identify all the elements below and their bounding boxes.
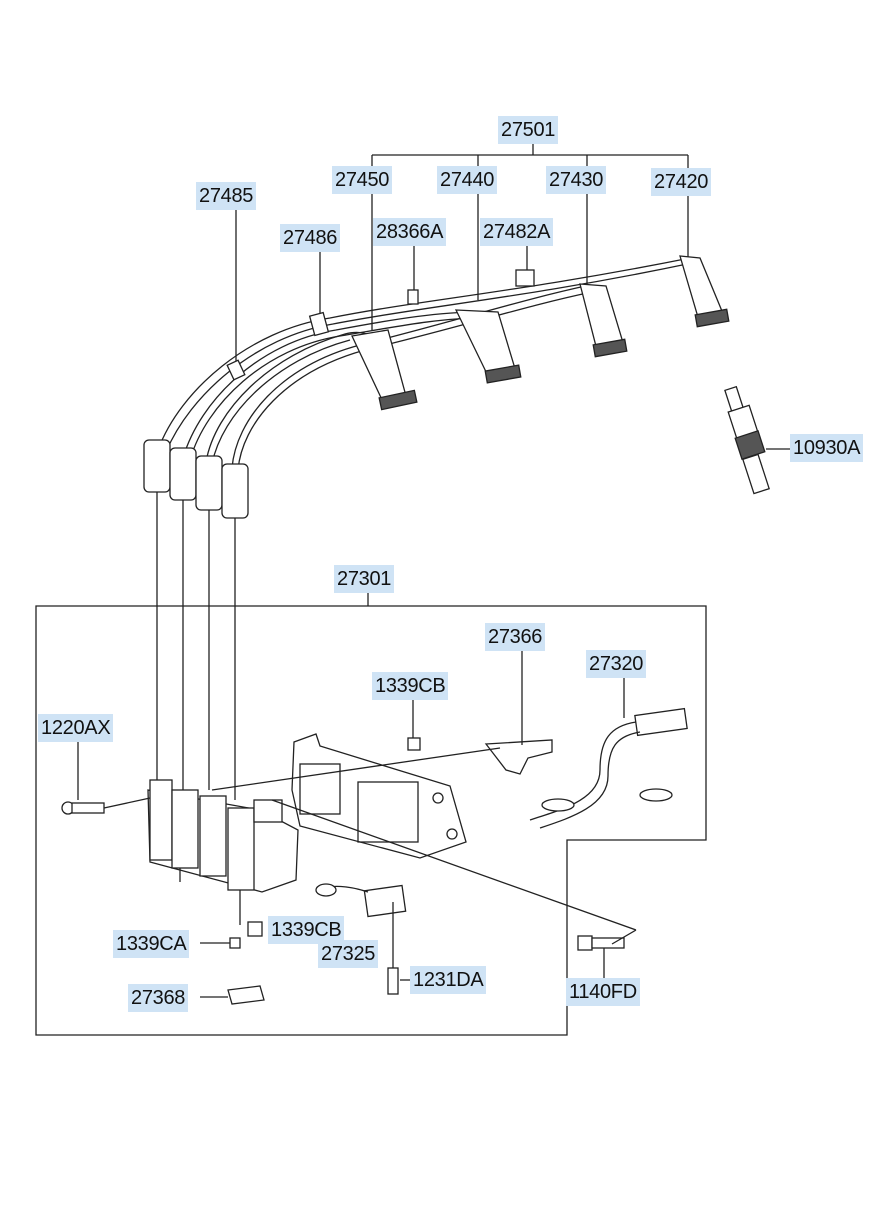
label-27366[interactable]: 27366 — [485, 623, 546, 651]
plug-boot-27430 — [579, 283, 628, 358]
label-27450[interactable]: 27450 — [332, 166, 393, 194]
label-10930A[interactable]: 10930A — [790, 434, 864, 462]
plug-boot-27450 — [351, 329, 418, 411]
mounting-bracket — [291, 733, 467, 859]
label-27325[interactable]: 27325 — [318, 940, 379, 968]
nut-1339CA — [200, 937, 241, 949]
label-27320[interactable]: 27320 — [586, 650, 647, 678]
label-27482A[interactable]: 27482A — [480, 218, 554, 246]
coil-assembly-outline — [35, 592, 707, 1036]
label-27420[interactable]: 27420 — [651, 168, 712, 196]
plug-boot-27440 — [454, 309, 522, 384]
bolt-1231DA — [387, 902, 412, 995]
label-27501[interactable]: 27501 — [498, 116, 559, 144]
label-27368[interactable]: 27368 — [128, 984, 189, 1012]
clip-27368 — [200, 985, 265, 1005]
spark-plug — [724, 385, 770, 495]
alignment-lines — [211, 747, 637, 945]
bolt-1220AX — [61, 742, 151, 815]
label-1140FD[interactable]: 1140FD — [566, 978, 640, 1006]
label-27301[interactable]: 27301 — [334, 565, 395, 593]
nut-1339CB-top — [407, 700, 421, 751]
ignition-coil — [147, 779, 299, 925]
ignition-wire-harness — [157, 257, 693, 471]
label-27485[interactable]: 27485 — [196, 182, 257, 210]
label-1339CB-top[interactable]: 1339CB — [372, 672, 449, 700]
label-27486[interactable]: 27486 — [280, 224, 341, 252]
label-1339CA[interactable]: 1339CA — [113, 930, 190, 958]
noise-filter-27325 — [315, 883, 407, 918]
harness-27320 — [529, 675, 688, 829]
coil-end-boots — [143, 439, 249, 800]
bolt-1140FD — [577, 935, 625, 978]
plug-boot-27420 — [679, 255, 730, 328]
label-27430[interactable]: 27430 — [546, 166, 607, 194]
label-28366A[interactable]: 28366A — [373, 218, 447, 246]
bracket-27366 — [484, 650, 553, 775]
nut-1339CB-low — [247, 921, 263, 937]
label-27440[interactable]: 27440 — [437, 166, 498, 194]
label-1231DA[interactable]: 1231DA — [410, 966, 487, 994]
label-1339CB-low[interactable]: 1339CB — [268, 916, 345, 944]
label-1220AX[interactable]: 1220AX — [38, 714, 114, 742]
